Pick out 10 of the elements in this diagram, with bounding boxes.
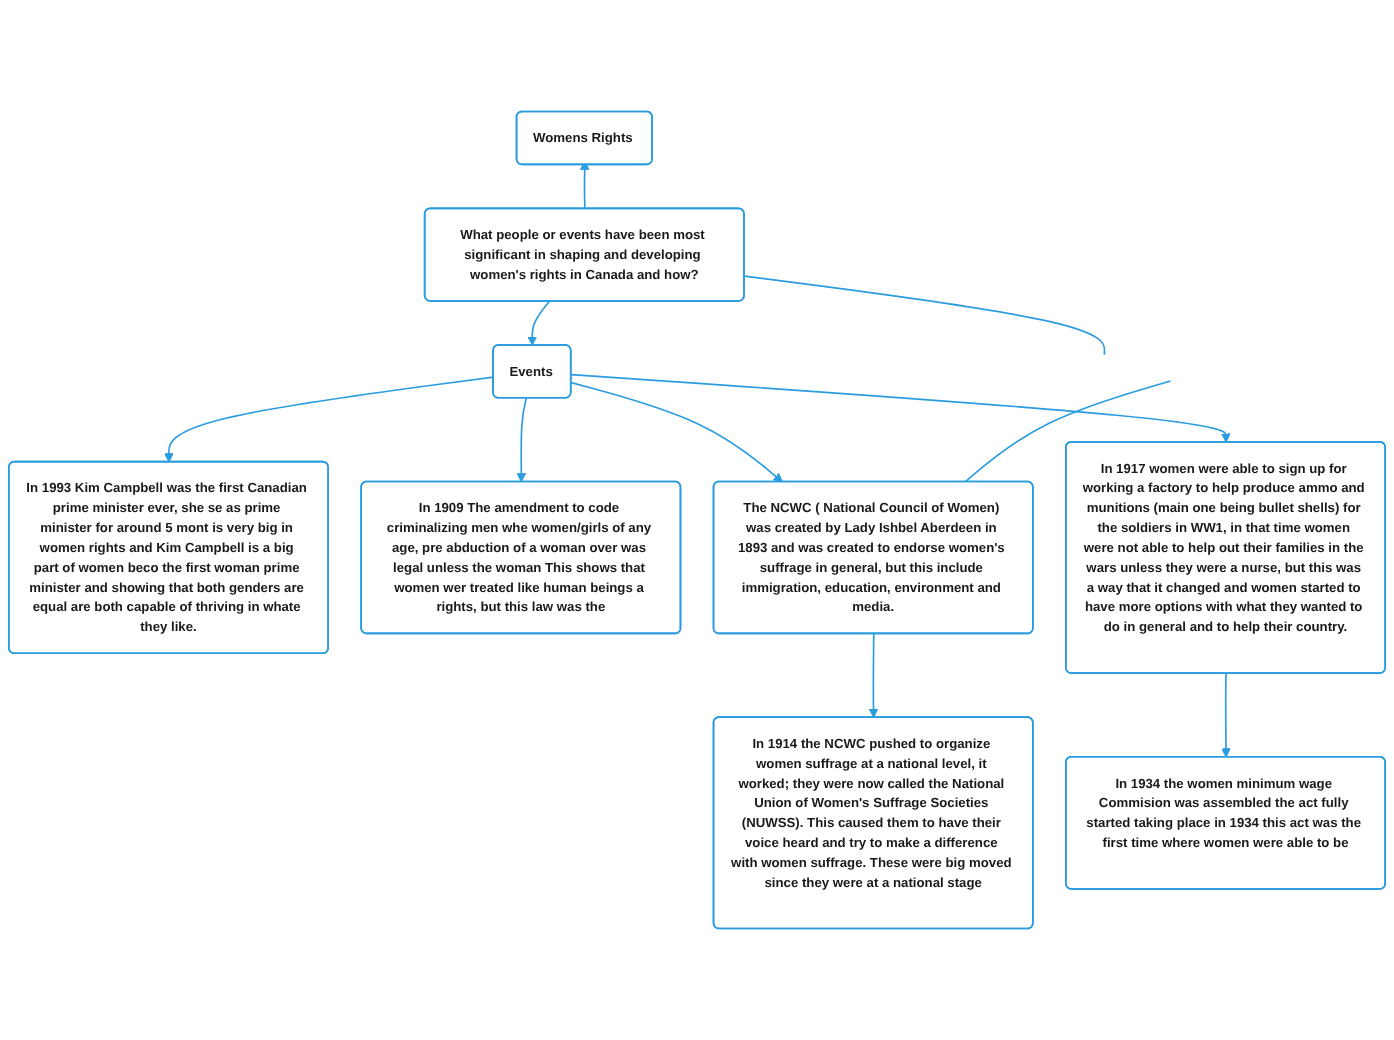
connector — [743, 275, 1106, 356]
arrow — [570, 381, 783, 483]
arrow — [579, 160, 590, 210]
arrow — [527, 300, 551, 346]
arrow — [516, 397, 528, 483]
arrow — [868, 633, 879, 719]
arrow — [164, 376, 495, 463]
arrow — [1221, 672, 1231, 758]
connector — [964, 380, 1172, 483]
arrow — [570, 373, 1231, 443]
